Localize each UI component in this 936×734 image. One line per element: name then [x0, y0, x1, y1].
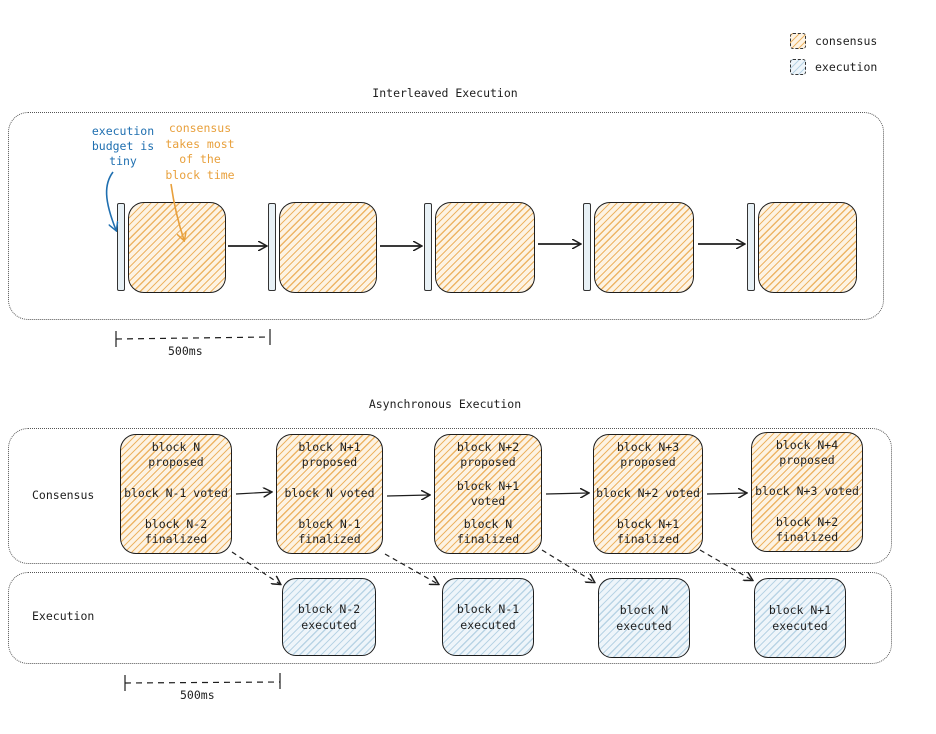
- block-voted: block N+3 voted: [755, 484, 859, 498]
- interleaved-consensus-block: [435, 202, 535, 293]
- async-execution-block: block N executed: [598, 578, 690, 658]
- finalized-line: block N: [463, 517, 513, 531]
- async-execution-block: block N-2 executed: [282, 578, 376, 656]
- legend-execution-label: execution: [815, 60, 878, 74]
- execution-note-line: execution: [91, 124, 155, 138]
- proposed-line: proposed: [148, 455, 204, 469]
- executed-line: executed: [301, 618, 357, 632]
- finalized-line: block N+1: [616, 517, 680, 531]
- legend-execution-swatch: [790, 59, 806, 75]
- executed-line: block N+1: [768, 603, 832, 617]
- async-execution-arrow: [541, 549, 594, 582]
- proposed-line: proposed: [301, 455, 358, 469]
- executed-line: executed: [616, 619, 672, 633]
- consensus-note-line: consensus: [168, 121, 232, 135]
- interleaved-title: Interleaved Execution: [372, 86, 518, 100]
- block-voted: block N voted: [284, 486, 375, 500]
- interleaved-duration-label: 500ms: [168, 344, 203, 358]
- proposed-line: block N+1: [298, 440, 361, 454]
- async-flow-arrow: [235, 492, 271, 494]
- proposed-line: proposed: [779, 453, 835, 467]
- interleaved-execution-bar: [117, 203, 125, 291]
- executed-line: block N-1: [456, 602, 520, 616]
- proposed-line: block N+4: [775, 438, 839, 452]
- block-voted: block N-1 voted: [124, 486, 228, 500]
- block-voted: block N+1 voted: [456, 478, 520, 508]
- async-title: Asynchronous Execution: [368, 397, 522, 411]
- block-voted: block N+2 voted: [596, 486, 700, 500]
- async-execution-block: block N-1 executed: [442, 578, 534, 656]
- finalized-line: finalized: [616, 532, 680, 546]
- proposed-line: block N: [151, 440, 201, 454]
- legend-consensus-label: consensus: [815, 34, 878, 48]
- proposed-line: proposed: [620, 455, 676, 469]
- finalized-line: finalized: [144, 532, 208, 546]
- proposed-line: block N+3: [616, 440, 680, 454]
- executed-line: executed: [460, 618, 516, 632]
- interleaved-execution-bar: [268, 203, 276, 291]
- interleaved-duration-line: [115, 336, 271, 340]
- async-duration-line: [124, 681, 281, 684]
- interleaved-execution-bar: [747, 203, 755, 291]
- executed-line: executed: [772, 619, 828, 633]
- finalized-line: block N+2: [775, 515, 839, 529]
- async-flow-arrow: [706, 493, 746, 494]
- async-flow-arrow: [386, 495, 429, 496]
- interleaved-execution-bar: [583, 203, 591, 291]
- proposed-line: proposed: [460, 455, 516, 469]
- executed-line: block N-2: [297, 602, 361, 616]
- finalized-line: block N-2: [144, 517, 208, 531]
- async-execution-arrow: [231, 551, 280, 584]
- consensus-note-line: of the: [179, 152, 221, 166]
- async-duration-label: 500ms: [180, 688, 215, 702]
- consensus-note-line: takes most: [165, 136, 235, 151]
- interleaved-consensus-block: [758, 202, 857, 293]
- finalized-line: finalized: [775, 530, 839, 544]
- interleaved-execution-bar: [424, 203, 432, 291]
- async-execution-region: [8, 572, 892, 664]
- async-consensus-region: [8, 428, 892, 564]
- async-execution-block: block N+1 executed: [754, 578, 846, 658]
- async-execution-arrow: [699, 549, 752, 580]
- execution-note-arrow: [105, 171, 116, 230]
- legend-consensus-swatch: [790, 33, 806, 49]
- execution-note-line: tiny: [109, 154, 137, 168]
- async-flow-arrow: [545, 493, 588, 494]
- interleaved-consensus-block: [128, 202, 226, 293]
- executed-line: block N: [619, 603, 669, 617]
- finalized-line: block N-1: [298, 517, 361, 531]
- consensus-note-line: block time: [165, 167, 235, 182]
- async-execution-arrow: [384, 553, 438, 584]
- consensus-note-arrow: [170, 183, 184, 240]
- interleaved-consensus-block: [594, 202, 694, 293]
- interleaved-consensus-block: [279, 202, 377, 293]
- consensus-note: consensus takes most of the block time: [160, 121, 240, 183]
- finalized-line: finalized: [298, 532, 361, 546]
- row-consensus-label: Consensus: [32, 488, 95, 502]
- execution-note-line: budget is: [91, 139, 155, 153]
- execution-note: execution budget is tiny: [88, 124, 158, 169]
- row-execution-label: Execution: [32, 609, 95, 623]
- proposed-line: block N+2: [456, 440, 520, 454]
- interleaved-region: [8, 112, 884, 320]
- finalized-line: finalized: [456, 532, 520, 546]
